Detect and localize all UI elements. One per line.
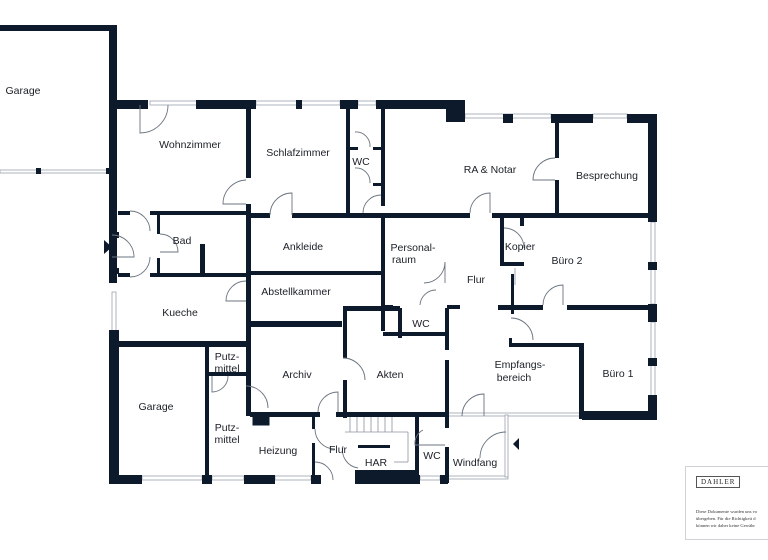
room-label: Besprechung <box>576 170 638 182</box>
room-label: Wohnzimmer <box>159 139 221 151</box>
room-label: Akten <box>377 369 404 381</box>
room-label: Schlafzimmer <box>266 147 330 159</box>
room-label: Kopier <box>505 241 536 253</box>
legend-box: DAHLER Diese Dokumente wurden uns vo übe… <box>685 466 768 540</box>
room-label: mittel <box>214 363 239 375</box>
room-label: WC <box>352 156 370 168</box>
room-label: Garage <box>5 85 40 97</box>
room-label: WC <box>412 318 430 330</box>
room-label: Garage <box>138 401 173 413</box>
room-label: Ankleide <box>283 241 323 253</box>
room-label: Flur <box>329 444 348 456</box>
room-label: WC <box>423 450 441 462</box>
room-label: RA & Notar <box>464 164 517 176</box>
disclaimer-line: übergeben. Für die Richtigkeit d <box>696 516 756 521</box>
room-label: HAR <box>365 457 388 469</box>
room-label: Bad <box>173 235 192 247</box>
entrance-arrow-icon <box>513 438 519 450</box>
room-label: Büro 1 <box>603 368 634 380</box>
doors <box>111 104 564 481</box>
room-label: bereich <box>497 372 532 384</box>
room-label: Heizung <box>259 445 298 457</box>
room-label: mittel <box>214 434 239 446</box>
disclaimer-line: können wir daher keine Gewähr <box>696 523 755 528</box>
brand-logo: DAHLER <box>696 476 741 488</box>
room-label: Abstellkammer <box>261 286 331 298</box>
room-label: Personal- <box>391 242 436 254</box>
entrance-arrow-icon <box>104 240 112 254</box>
room-label: Archiv <box>282 369 312 381</box>
room-label: raum <box>392 254 416 266</box>
room-label: Kueche <box>162 307 198 319</box>
room-label: Büro 2 <box>552 255 583 267</box>
disclaimer-line: Diese Dokumente wurden uns vo <box>696 509 758 514</box>
stairs-icon <box>345 268 516 463</box>
room-label: Empfangs- <box>495 359 546 371</box>
room-label: Putz- <box>215 422 240 434</box>
room-labels: Garage Wohnzimmer Schlafzimmer WC RA & N… <box>5 85 638 469</box>
walls <box>0 25 657 484</box>
room-label: Flur <box>467 274 486 286</box>
room-label: Putz- <box>215 351 240 363</box>
room-label: Windfang <box>453 457 498 469</box>
